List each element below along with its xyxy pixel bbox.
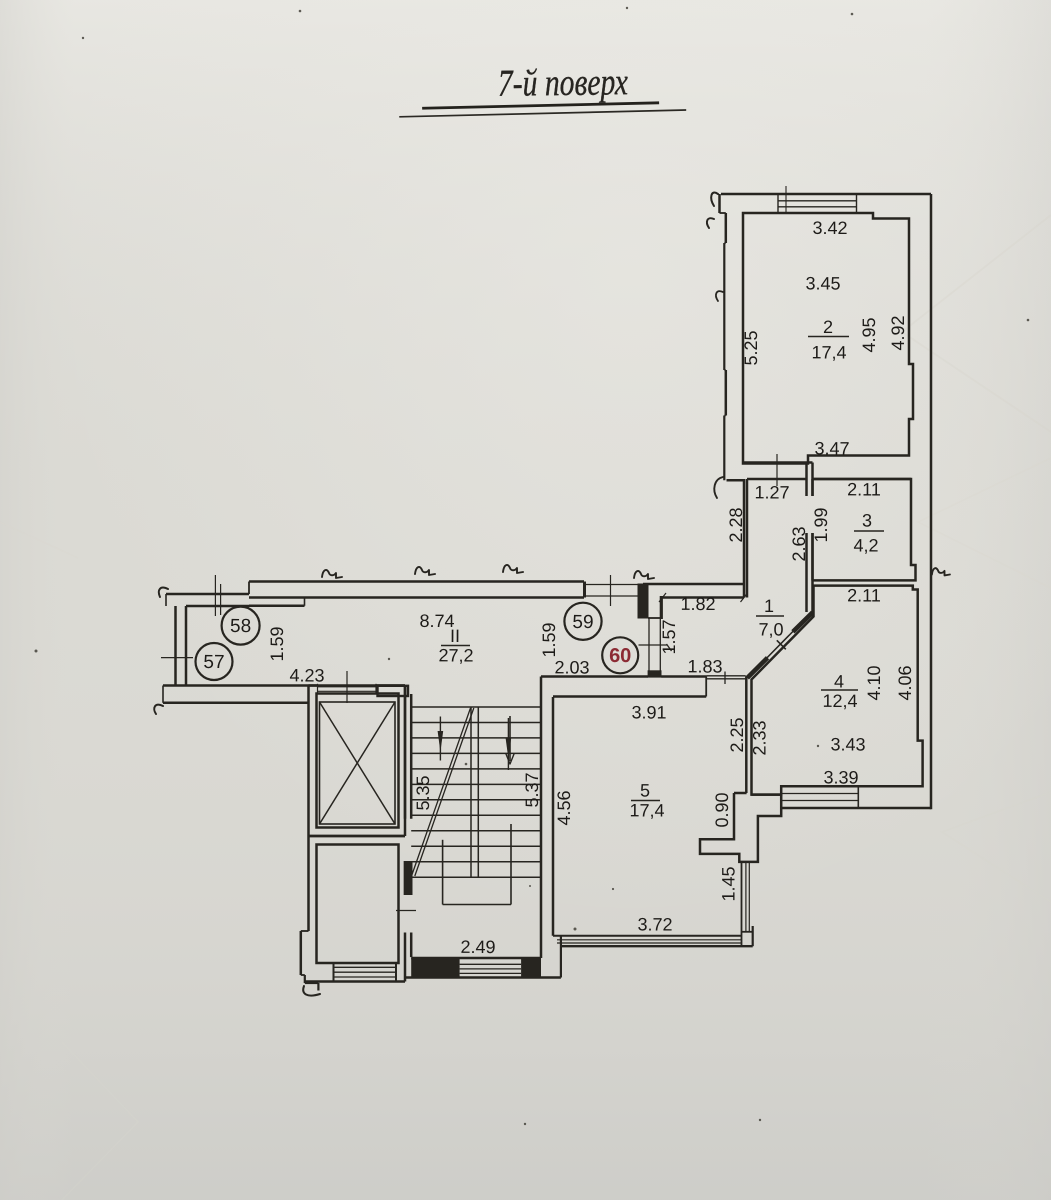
svg-text:3.45: 3.45 <box>805 273 840 293</box>
svg-text:5.25: 5.25 <box>741 330 761 365</box>
svg-text:1.59: 1.59 <box>267 626 287 661</box>
svg-text:5.37: 5.37 <box>522 772 542 807</box>
svg-text:7-й поверх: 7-й поверх <box>498 61 629 105</box>
svg-text:2.11: 2.11 <box>847 479 881 499</box>
svg-text:60: 60 <box>609 645 631 667</box>
svg-text:2.33: 2.33 <box>750 720 770 755</box>
svg-text:1.82: 1.82 <box>680 594 715 614</box>
svg-text:17,4: 17,4 <box>629 800 664 820</box>
svg-text:2.03: 2.03 <box>554 657 589 677</box>
svg-text:4.23: 4.23 <box>289 665 324 685</box>
svg-text:3.43: 3.43 <box>830 734 865 754</box>
svg-text:4.10: 4.10 <box>864 665 884 700</box>
svg-text:27,2: 27,2 <box>438 645 473 665</box>
svg-text:4.56: 4.56 <box>554 790 574 825</box>
svg-text:0.90: 0.90 <box>712 792 732 827</box>
svg-text:57: 57 <box>203 652 224 673</box>
svg-text:1.57: 1.57 <box>659 619 679 654</box>
svg-text:4.92: 4.92 <box>888 315 908 350</box>
svg-text:1.83: 1.83 <box>687 656 722 676</box>
svg-text:4.95: 4.95 <box>859 317 879 352</box>
svg-text:3.42: 3.42 <box>812 218 847 238</box>
svg-text:3.39: 3.39 <box>823 767 858 787</box>
svg-text:4.06: 4.06 <box>895 665 915 700</box>
svg-text:12,4: 12,4 <box>822 691 857 711</box>
svg-text:3.47: 3.47 <box>814 438 849 458</box>
svg-text:2.49: 2.49 <box>460 937 495 957</box>
svg-text:5.35: 5.35 <box>413 775 433 810</box>
svg-text:59: 59 <box>572 612 593 633</box>
svg-text:2.63: 2.63 <box>789 526 809 561</box>
svg-text:8.74: 8.74 <box>419 611 454 631</box>
svg-text:II: II <box>450 626 460 646</box>
svg-text:3.72: 3.72 <box>637 914 672 934</box>
svg-text:2: 2 <box>823 317 833 337</box>
svg-text:7,0: 7,0 <box>758 619 783 639</box>
svg-text:1.99: 1.99 <box>811 507 831 542</box>
svg-text:3: 3 <box>862 510 872 530</box>
svg-text:58: 58 <box>230 616 251 637</box>
svg-text:5: 5 <box>640 780 650 800</box>
svg-text:4: 4 <box>834 671 844 691</box>
svg-text:4,2: 4,2 <box>853 535 878 555</box>
svg-text:1.45: 1.45 <box>719 866 739 901</box>
svg-text:3.91: 3.91 <box>631 702 666 722</box>
svg-text:1.27: 1.27 <box>754 482 789 502</box>
svg-text:1.59: 1.59 <box>539 622 559 657</box>
svg-text:2.11: 2.11 <box>847 585 881 605</box>
svg-text:1: 1 <box>764 596 774 616</box>
svg-text:17,4: 17,4 <box>811 342 846 362</box>
svg-text:2.28: 2.28 <box>726 507 746 542</box>
svg-text:2.25: 2.25 <box>727 717 747 752</box>
